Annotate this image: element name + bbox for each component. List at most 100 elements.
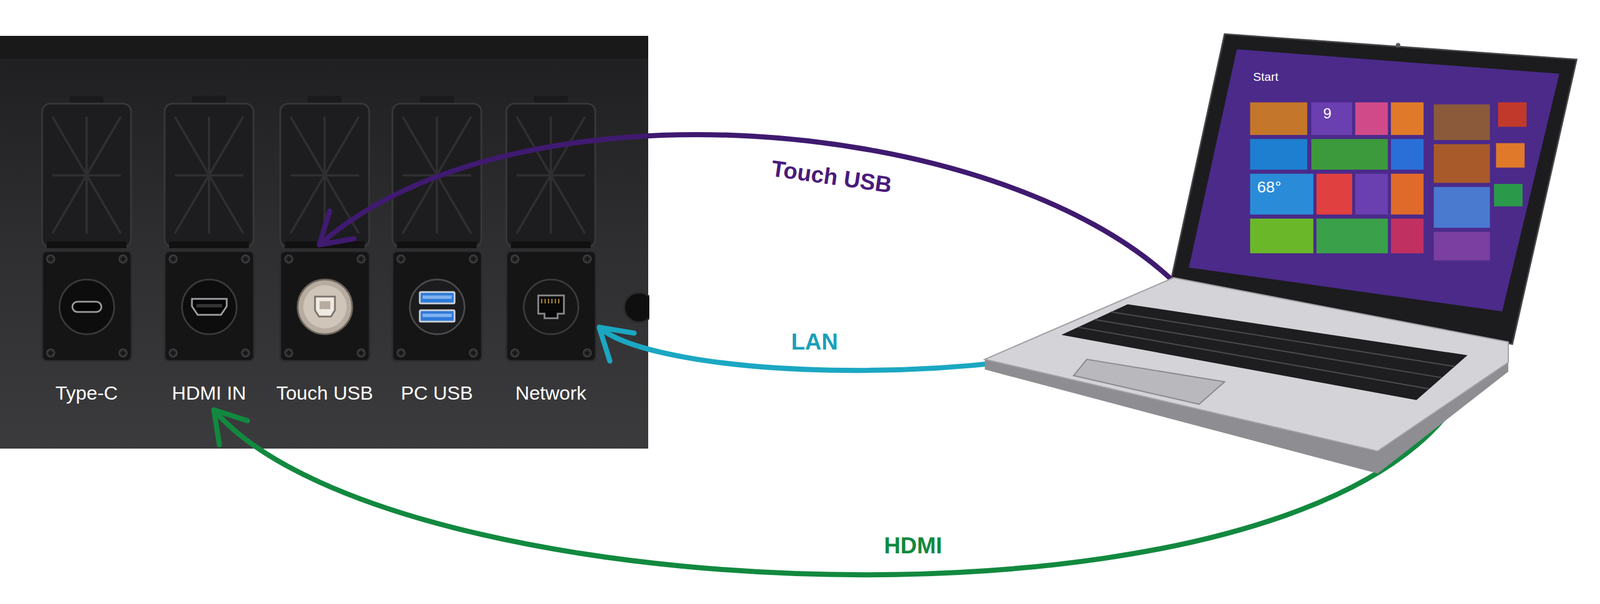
dust-flap-part <box>510 241 591 249</box>
port-housing-part <box>583 349 592 358</box>
port-housing-part <box>471 350 476 356</box>
port-housing <box>505 250 597 363</box>
laptop-illustration-part <box>1494 183 1523 207</box>
port-housing-part <box>392 251 482 362</box>
port-housing-part <box>506 251 596 362</box>
laptop-illustration-part <box>1250 102 1308 135</box>
port-socket: HDMI IN <box>160 244 258 411</box>
port-housing-part <box>583 255 592 264</box>
dust-flap-part <box>169 241 249 249</box>
dust-flap <box>392 95 482 249</box>
laptop-illustration-part <box>984 277 1509 452</box>
arrowhead <box>214 410 248 445</box>
laptop-illustration-part <box>1495 142 1525 168</box>
laptop-illustration-part <box>1433 231 1491 261</box>
port-housing-part <box>538 295 564 319</box>
port-housing-part <box>181 279 237 335</box>
port-housing-part <box>169 255 178 264</box>
laptop-illustration-part <box>1390 138 1424 170</box>
laptop-illustration-part <box>1390 218 1424 254</box>
port-housing-part <box>584 256 590 262</box>
port-housing <box>163 250 256 363</box>
edge-label: LAN <box>787 328 842 356</box>
port-housing-part <box>120 256 126 262</box>
panel-top-edge <box>0 35 649 59</box>
screen-tile-text: 68° <box>1257 177 1282 198</box>
port-housing <box>391 250 484 363</box>
dust-flap-part <box>397 241 477 249</box>
port-housing-part <box>357 349 366 358</box>
port-housing-part <box>169 349 178 358</box>
laptop-illustration-part <box>1390 173 1424 215</box>
port-housing-part <box>319 301 331 310</box>
laptop-illustration-part <box>1073 359 1225 405</box>
dust-flap <box>506 95 596 249</box>
port-housing-part <box>469 255 478 264</box>
dust-flap-part <box>280 103 370 248</box>
port-label: HDMI IN <box>172 381 247 405</box>
port-housing-part <box>419 292 455 304</box>
dust-flap-part <box>516 116 585 234</box>
laptop-illustration <box>979 30 1577 476</box>
laptop-illustration-part <box>1433 144 1491 183</box>
screen-tile-text: 9 <box>1323 104 1332 123</box>
port-housing-part <box>46 255 55 264</box>
port-label: Network <box>515 381 587 405</box>
port-housing <box>41 250 133 363</box>
laptop-illustration-part <box>1390 102 1424 135</box>
port-housing-part <box>469 349 478 358</box>
dust-flap-part <box>42 103 132 248</box>
arrowhead <box>599 327 634 362</box>
port-socket: Network <box>502 244 600 411</box>
port-housing-part <box>286 350 292 356</box>
port-housing-part <box>164 251 255 362</box>
port-housing-part <box>241 255 250 264</box>
dust-flap <box>42 95 132 249</box>
port-housing-part <box>286 256 292 262</box>
laptop-illustration-part <box>1316 173 1353 215</box>
laptop-illustration-part <box>1316 218 1388 254</box>
port-label: Type-C <box>55 381 118 405</box>
port-housing-part <box>170 256 176 262</box>
port-housing-part <box>120 350 126 356</box>
port-housing-part <box>241 349 250 358</box>
port-housing <box>279 250 371 363</box>
dust-flap-part <box>52 116 121 234</box>
port-housing-part <box>398 256 404 262</box>
port-housing-part <box>191 299 227 315</box>
port-housing-part <box>471 256 476 262</box>
port-label: PC USB <box>400 381 474 405</box>
dust-flap-part <box>46 241 127 249</box>
cable-stub <box>624 292 650 323</box>
port-housing-part <box>398 350 404 356</box>
port-housing-part <box>72 301 102 313</box>
edge-label: Touch USB <box>766 154 897 200</box>
arrowhead <box>319 211 355 245</box>
port-housing-part <box>46 349 55 358</box>
port-housing-part <box>303 285 347 329</box>
port-housing-part <box>409 279 465 335</box>
laptop-illustration-part <box>1498 102 1527 128</box>
laptop-illustration-part <box>1433 186 1491 228</box>
dust-flap-part <box>506 103 596 248</box>
port-housing-part <box>170 350 176 356</box>
laptop-illustration-part <box>1250 173 1314 215</box>
port-housing-part <box>358 350 364 356</box>
port-housing-part <box>119 255 128 264</box>
port-housing-part <box>243 350 248 356</box>
port-housing-part <box>512 350 518 356</box>
port-housing-part <box>243 256 248 262</box>
laptop-illustration-part <box>1311 102 1353 135</box>
laptop-illustration-part <box>1433 104 1491 141</box>
port-socket: Type-C <box>38 244 135 411</box>
port-housing-part <box>584 350 590 356</box>
edge-label: HDMI <box>880 532 946 560</box>
dust-flap-part <box>174 116 244 234</box>
laptop-illustration-part <box>1355 102 1388 135</box>
panel-ground <box>0 35 649 449</box>
laptop-illustration-part <box>1188 49 1559 312</box>
port-housing-part <box>48 256 53 262</box>
port-housing-part <box>510 255 519 264</box>
port-socket: Touch USB <box>271 244 379 411</box>
